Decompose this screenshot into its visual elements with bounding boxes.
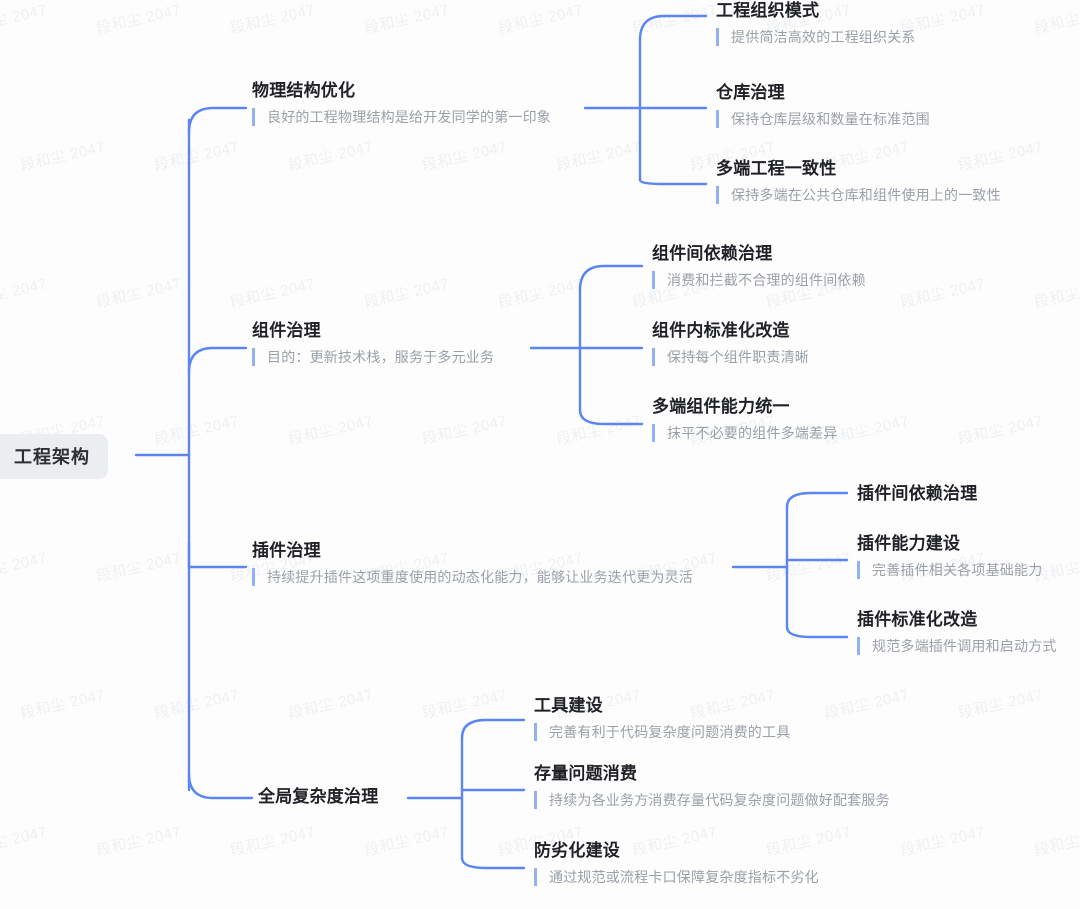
branch-title: 物理结构优化 [252,81,356,100]
leaf-node-plugin-standardization[interactable]: 插件标准化改造 规范多端插件调用和启动方式 [857,609,1057,656]
branch-title: 全局复杂度治理 [258,787,379,806]
branch-subtitle: 良好的工程物理结构是给开发同学的第一印象 [252,108,551,127]
leaf-node-engineering-organization-mode[interactable]: 工程组织模式 提供简洁高效的工程组织关系 [716,0,916,47]
leaf-title: 多端工程一致性 [716,159,837,178]
leaf-title: 存量问题消费 [534,764,638,783]
branch-node-physical-structure[interactable]: 物理结构优化 良好的工程物理结构是给开发同学的第一印象 [252,80,551,127]
leaf-subtitle: 保持多端在公共仓库和组件使用上的一致性 [716,186,1001,205]
leaf-subtitle: 持续为各业务方消费存量代码复杂度问题做好配套服务 [534,791,890,810]
branch-node-plugin-governance[interactable]: 插件治理 持续提升插件这项重度使用的动态化能力，能够让业务迭代更为灵活 [252,540,693,587]
leaf-title: 组件内标准化改造 [652,321,790,340]
branch-node-component-governance[interactable]: 组件治理 目的：更新技术栈，服务于多元业务 [252,320,494,367]
leaf-subtitle: 抹平不必要的组件多端差异 [652,424,837,443]
leaf-subtitle: 提供简洁高效的工程组织关系 [716,28,916,47]
leaf-title: 插件标准化改造 [857,610,978,629]
leaf-subtitle: 完善有利于代码复杂度问题消费的工具 [534,723,790,742]
branch-title: 组件治理 [252,321,321,340]
leaf-node-degradation-prevention[interactable]: 防劣化建设 通过规范或流程卡口保障复杂度指标不劣化 [534,840,819,887]
leaf-node-plugin-capability-building[interactable]: 插件能力建设 完善插件相关各项基础能力 [857,533,1042,580]
leaf-node-tooling-building[interactable]: 工具建设 完善有利于代码复杂度问题消费的工具 [534,695,790,742]
branch-node-global-complexity[interactable]: 全局复杂度治理 [258,786,378,807]
leaf-title: 防劣化建设 [534,841,620,860]
leaf-node-legacy-issue-consumption[interactable]: 存量问题消费 持续为各业务方消费存量代码复杂度问题做好配套服务 [534,763,890,810]
leaf-title: 组件间依赖治理 [652,244,773,263]
branch-subtitle: 持续提升插件这项重度使用的动态化能力，能够让业务迭代更为灵活 [252,568,693,587]
leaf-subtitle: 消费和拦截不合理的组件间依赖 [652,271,866,290]
leaf-subtitle: 保持仓库层级和数量在标准范围 [716,110,930,129]
leaf-title: 仓库治理 [716,83,785,102]
branch-subtitle: 目的：更新技术栈，服务于多元业务 [252,348,494,367]
leaf-node-inter-plugin-dependency[interactable]: 插件间依赖治理 [857,483,977,504]
leaf-subtitle: 规范多端插件调用和启动方式 [857,637,1057,656]
root-node-label: 工程架构 [14,447,90,467]
leaf-title: 插件能力建设 [857,534,961,553]
branch-title: 插件治理 [252,541,321,560]
leaf-subtitle: 通过规范或流程卡口保障复杂度指标不劣化 [534,868,819,887]
leaf-node-multiend-consistency[interactable]: 多端工程一致性 保持多端在公共仓库和组件使用上的一致性 [716,158,1001,205]
leaf-title: 多端组件能力统一 [652,397,790,416]
leaf-title: 插件间依赖治理 [857,484,978,503]
leaf-subtitle: 完善插件相关各项基础能力 [857,561,1042,580]
leaf-subtitle: 保持每个组件职责清晰 [652,348,809,367]
leaf-node-repository-governance[interactable]: 仓库治理 保持仓库层级和数量在标准范围 [716,82,930,129]
leaf-node-intra-component-standardization[interactable]: 组件内标准化改造 保持每个组件职责清晰 [652,320,809,367]
leaf-node-multiend-component-unification[interactable]: 多端组件能力统一 抹平不必要的组件多端差异 [652,396,837,443]
leaf-node-inter-component-dependency[interactable]: 组件间依赖治理 消费和拦截不合理的组件间依赖 [652,243,866,290]
root-node[interactable]: 工程架构 [0,434,108,479]
leaf-title: 工程组织模式 [716,1,820,20]
leaf-title: 工具建设 [534,696,603,715]
